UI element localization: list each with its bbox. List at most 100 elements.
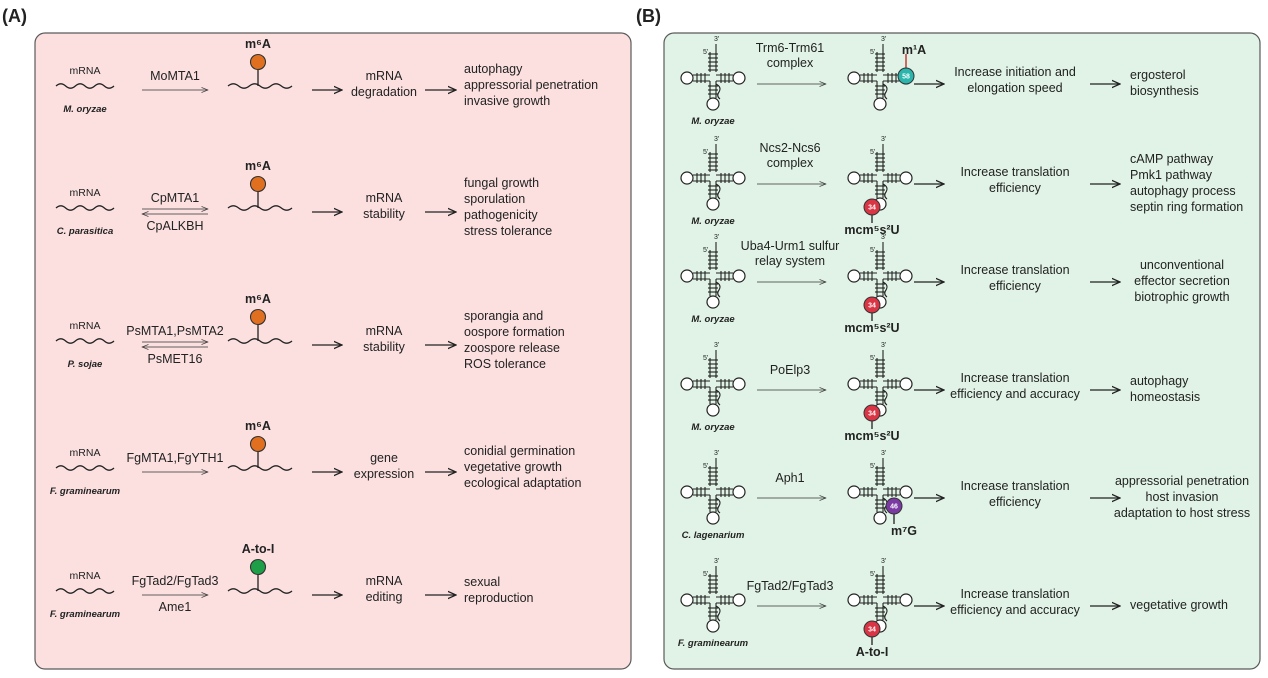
mechanism-label: efficiency and accuracy xyxy=(950,387,1080,401)
effect-label: cAMP pathway xyxy=(1130,152,1214,166)
effect-label: fungal growth xyxy=(464,176,539,190)
organism-label: P. sojae xyxy=(68,359,103,370)
modification-label: m⁶A xyxy=(245,292,271,306)
position-badge xyxy=(863,404,881,422)
panel-a: (A) mRNA M. oryzae MoMTA1 m⁶A mRNA degradatio… xyxy=(2,6,632,670)
effect-label: sporulation xyxy=(464,192,525,206)
mrna-label: mRNA xyxy=(70,187,101,199)
trna-5prime-label: 5' xyxy=(703,463,708,470)
mrna-label: mRNA xyxy=(70,570,101,582)
trna-5prime-label: 5' xyxy=(870,571,875,578)
position-badge xyxy=(885,497,903,515)
trna-modified: 3'5' xyxy=(847,450,913,525)
mrna-wave xyxy=(55,83,115,89)
trna-unmodified: 3' 5' xyxy=(680,36,746,111)
enzyme-label: relay system xyxy=(755,254,825,268)
mechanism-label: efficiency xyxy=(989,495,1042,509)
panel-b-row: 3'5'M. oryzaePoElp33'5'mcm⁵s²U34Increase… xyxy=(680,342,1200,443)
enzyme-label: Ncs2-Ncs6 xyxy=(759,141,820,155)
effect-label: invasive growth xyxy=(464,94,550,108)
process-label: editing xyxy=(366,590,403,604)
enzyme-label: FgTad2/FgTad3 xyxy=(747,579,834,593)
organism-label: F. graminearum xyxy=(50,609,121,620)
process-label: stability xyxy=(363,207,405,221)
trna-3prime-label: 3' xyxy=(881,234,886,241)
trna-3prime-label: 3' xyxy=(714,234,719,241)
modification-dot xyxy=(249,53,267,71)
process-label: degradation xyxy=(351,85,417,99)
position-number: 58 xyxy=(902,74,910,81)
effect-label: appressorial penetration xyxy=(464,78,598,92)
modification-label: m⁶A xyxy=(245,37,271,51)
effect-label: septin ring formation xyxy=(1130,200,1243,214)
modification-label: m⁶A xyxy=(245,419,271,433)
effect-label: autophagy process xyxy=(1130,184,1236,198)
trna-3prime-label: 3' xyxy=(714,36,719,43)
mechanism-label: Increase translation xyxy=(960,165,1069,179)
process-label: mRNA xyxy=(366,69,403,83)
mechanism-label: Increase translation xyxy=(960,587,1069,601)
organism-label: M. oryzae xyxy=(63,104,107,115)
effect-label: adaptation to host stress xyxy=(1114,506,1250,520)
modification-label: m⁶A xyxy=(245,159,271,173)
effect-label: oospore formation xyxy=(464,325,565,339)
position-number: 34 xyxy=(868,205,876,212)
modification-label: m¹A xyxy=(902,43,926,57)
mrna-wave xyxy=(55,588,115,594)
mechanism-label: efficiency and accuracy xyxy=(950,603,1080,617)
trna-3prime-label: 3' xyxy=(881,342,886,349)
effect-label: autophagy xyxy=(464,62,523,76)
process-label: gene xyxy=(370,451,398,465)
process-label: stability xyxy=(363,340,405,354)
modification-label: mcm⁵s²U xyxy=(844,321,899,335)
process-label: mRNA xyxy=(366,324,403,338)
trna-5prime-label: 5' xyxy=(703,571,708,578)
effect-label: vegetative growth xyxy=(1130,598,1228,612)
effect-label: Pmk1 pathway xyxy=(1130,168,1213,182)
trna-5prime-label: 5' xyxy=(870,247,875,254)
organism-label: M. oryzae xyxy=(691,216,735,227)
position-badge xyxy=(863,620,881,638)
panel-b-row: 3'5'F. graminearumFgTad2/FgTad33'5'A-to-… xyxy=(678,558,1228,659)
trna-5prime-label: 5' xyxy=(703,49,708,56)
enzyme-label: MoMTA1 xyxy=(150,69,200,83)
trna-5prime-label: 5' xyxy=(870,49,875,56)
effect-label: unconventional xyxy=(1140,258,1224,272)
trna-3prime-label: 3' xyxy=(714,136,719,143)
process-label: mRNA xyxy=(366,191,403,205)
effect-label: homeostasis xyxy=(1130,390,1200,404)
mechanism-label: Increase translation xyxy=(960,371,1069,385)
trna-modified: 3'5' xyxy=(847,558,913,633)
organism-label: M. oryzae xyxy=(691,314,735,325)
trna-5prime-label: 5' xyxy=(703,247,708,254)
modification-dot xyxy=(249,308,267,326)
mechanism-label: Increase initiation and xyxy=(954,65,1076,79)
effect-label: ecological adaptation xyxy=(464,476,581,490)
modification-label: mcm⁵s²U xyxy=(844,429,899,443)
organism-label: C. parasitica xyxy=(57,226,114,237)
panel-b: (B) 3'5'M. oryzaeTrm6-Trm61complex3'5'm¹… xyxy=(636,6,1261,670)
modification-label: A-to-I xyxy=(242,542,275,556)
organism-label: M. oryzae xyxy=(691,422,735,433)
position-number: 34 xyxy=(868,627,876,634)
modified-mrna-wave xyxy=(227,588,293,594)
position-number: 34 xyxy=(868,303,876,310)
trna-modified: 3'5' xyxy=(847,136,913,211)
trna-unmodified: 3'5' xyxy=(680,558,746,633)
mrna-wave xyxy=(55,465,115,471)
effect-label: ergosterol xyxy=(1130,68,1186,82)
mechanism-label: Increase translation xyxy=(960,479,1069,493)
organism-label: F. graminearum xyxy=(678,638,749,649)
mechanism-label: efficiency xyxy=(989,181,1042,195)
trna-5prime-label: 5' xyxy=(703,149,708,156)
organism-label: C. lagenarium xyxy=(682,530,745,541)
panel-a-label: (A) xyxy=(2,6,27,26)
effect-label: sporangia and xyxy=(464,309,543,323)
trna-3prime-label: 3' xyxy=(881,136,886,143)
